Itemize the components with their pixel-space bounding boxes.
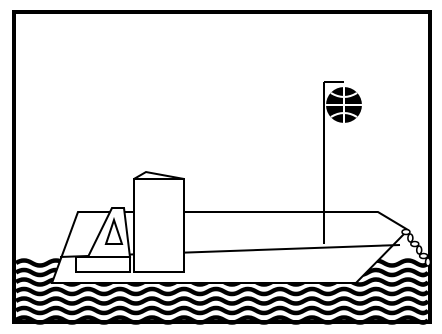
ball-shape-icon (326, 87, 362, 123)
wave-line (16, 308, 428, 313)
wave-line (16, 299, 428, 304)
chain-link (417, 246, 422, 254)
wave-line (16, 289, 428, 294)
chain-link (408, 234, 413, 242)
chain-link (426, 258, 431, 266)
